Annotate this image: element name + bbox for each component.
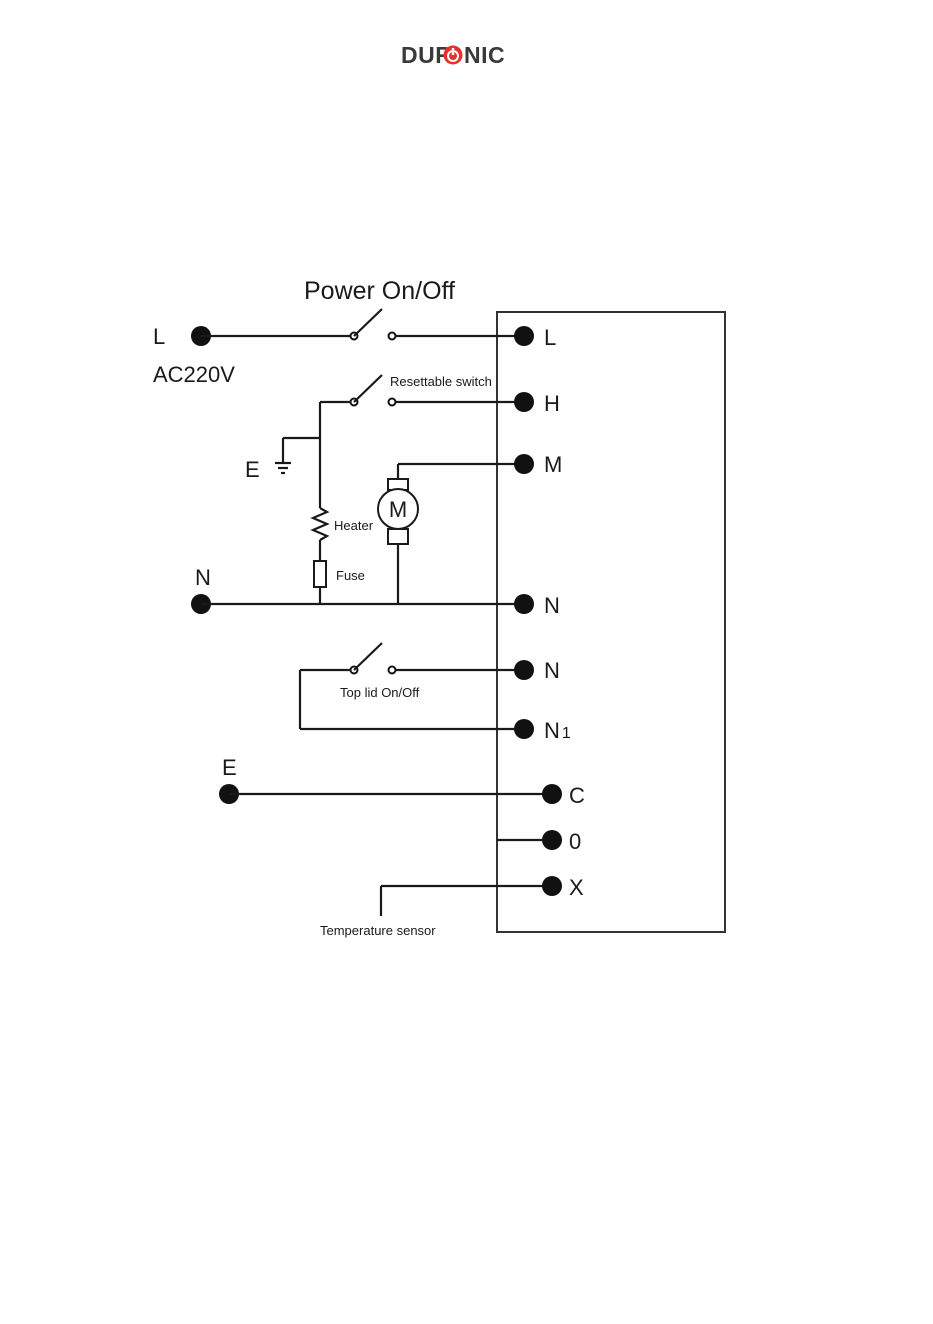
heater-label: Heater — [334, 518, 374, 533]
motor-label: M — [389, 497, 407, 522]
earth-line — [219, 784, 562, 804]
supply-l-label: L — [153, 324, 165, 349]
fuse-icon — [314, 561, 326, 587]
terminal-0-label: 0 — [569, 829, 581, 854]
terminal-n1-subscript: 1 — [562, 725, 571, 742]
supply-line-l — [191, 309, 534, 346]
top-lid-switch-label: Top lid On/Off — [340, 685, 420, 700]
supply-voltage-label: AC220V — [153, 362, 235, 387]
earth-bottom-label: E — [222, 755, 237, 780]
terminal-x-label: X — [569, 875, 584, 900]
motor-branch — [378, 454, 534, 604]
temperature-sensor-line — [381, 876, 562, 916]
terminal-l-label: L — [544, 325, 556, 350]
resettable-switch-label: Resettable switch — [390, 374, 492, 389]
power-switch-label: Power On/Off — [304, 277, 455, 305]
terminal-m-label: M — [544, 452, 562, 477]
terminal-n-lid-label: N — [544, 658, 560, 683]
power-switch-blade — [354, 309, 382, 336]
earth-ground-icon — [275, 463, 291, 473]
duronic-logo: DUR NIC — [401, 42, 505, 68]
logo-text-right: NIC — [464, 42, 505, 68]
terminal-h-label: H — [544, 391, 560, 416]
terminal-n-main-label: N — [544, 593, 560, 618]
temperature-sensor-label: Temperature sensor — [320, 923, 436, 938]
neutral-left-label: N — [195, 565, 211, 590]
earth-left-label: E — [245, 457, 260, 482]
terminal-0-stub — [497, 830, 562, 850]
heater-branch — [275, 402, 327, 604]
logo-power-icon — [444, 46, 463, 65]
heater-resistor-icon — [313, 508, 327, 540]
terminal-n1-base: N — [544, 718, 560, 743]
fuse-label: Fuse — [336, 568, 365, 583]
neutral-line — [191, 594, 534, 614]
terminal-c-label: C — [569, 783, 585, 808]
